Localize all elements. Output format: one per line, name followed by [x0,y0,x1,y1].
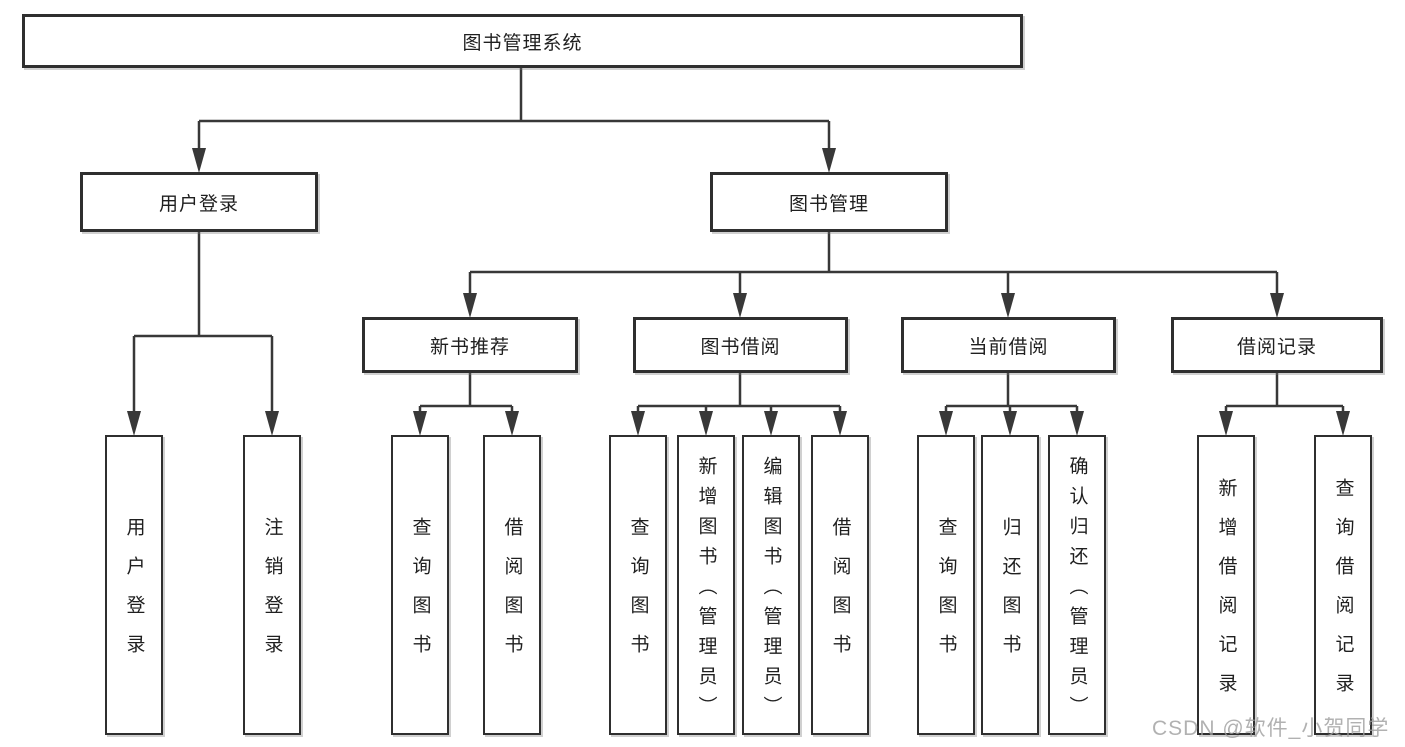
leaf-query-books-current-label: 查询图书 [935,517,957,673]
node-new-book-recommendation-label: 新书推荐 [429,336,510,358]
leaf-query-books-recommend-label: 查询图书 [409,517,431,673]
node-current-borrowing: 当前借阅 [901,317,1116,373]
leaf-confirm-return-admin: 确认归还（管理员） [1048,435,1106,735]
leaf-edit-books-admin: 编辑图书（管理员） [742,435,800,735]
leaf-add-books-admin-label: 新增图书（管理员） [695,455,717,726]
leaf-borrow-books-recommend-label: 借阅图书 [501,517,523,673]
watermark: CSDN @软件_小贺同学 [1152,717,1390,740]
leaf-add-borrow-record-label: 新增借阅记录 [1215,478,1237,712]
leaf-edit-books-admin-label: 编辑图书（管理员） [760,455,782,726]
leaf-query-books-current: 查询图书 [917,435,975,735]
leaf-borrow-books: 借阅图书 [811,435,869,735]
node-root-label: 图书管理系统 [462,32,583,54]
leaf-return-books-label: 归还图书 [999,517,1021,673]
node-borrowing-records-label: 借阅记录 [1236,336,1317,358]
node-book-management-label: 图书管理 [788,193,869,215]
leaf-borrow-books-recommend: 借阅图书 [483,435,541,735]
node-current-borrowing-label: 当前借阅 [968,336,1049,358]
leaf-add-books-admin: 新增图书（管理员） [677,435,735,735]
leaf-logout: 注销登录 [243,435,301,735]
node-root: 图书管理系统 [22,14,1023,68]
node-book-borrowing-label: 图书借阅 [700,336,781,358]
leaf-user-login: 用户登录 [105,435,163,735]
leaf-confirm-return-admin-label: 确认归还（管理员） [1066,455,1088,726]
node-user-login: 用户登录 [80,172,318,232]
leaf-query-books-borrowing-label: 查询图书 [627,517,649,673]
leaf-return-books: 归还图书 [981,435,1039,735]
leaf-query-borrow-record-label: 查询借阅记录 [1332,478,1354,712]
leaf-query-borrow-record: 查询借阅记录 [1314,435,1372,735]
node-user-login-label: 用户登录 [158,193,239,215]
node-book-management: 图书管理 [710,172,948,232]
leaf-user-login-label: 用户登录 [123,517,145,673]
node-borrowing-records: 借阅记录 [1171,317,1383,373]
leaf-logout-label: 注销登录 [261,517,283,673]
leaf-add-borrow-record: 新增借阅记录 [1197,435,1255,735]
leaf-borrow-books-label: 借阅图书 [829,517,851,673]
leaf-query-books-borrowing: 查询图书 [609,435,667,735]
node-new-book-recommendation: 新书推荐 [362,317,578,373]
node-book-borrowing: 图书借阅 [633,317,848,373]
leaf-query-books-recommend: 查询图书 [391,435,449,735]
